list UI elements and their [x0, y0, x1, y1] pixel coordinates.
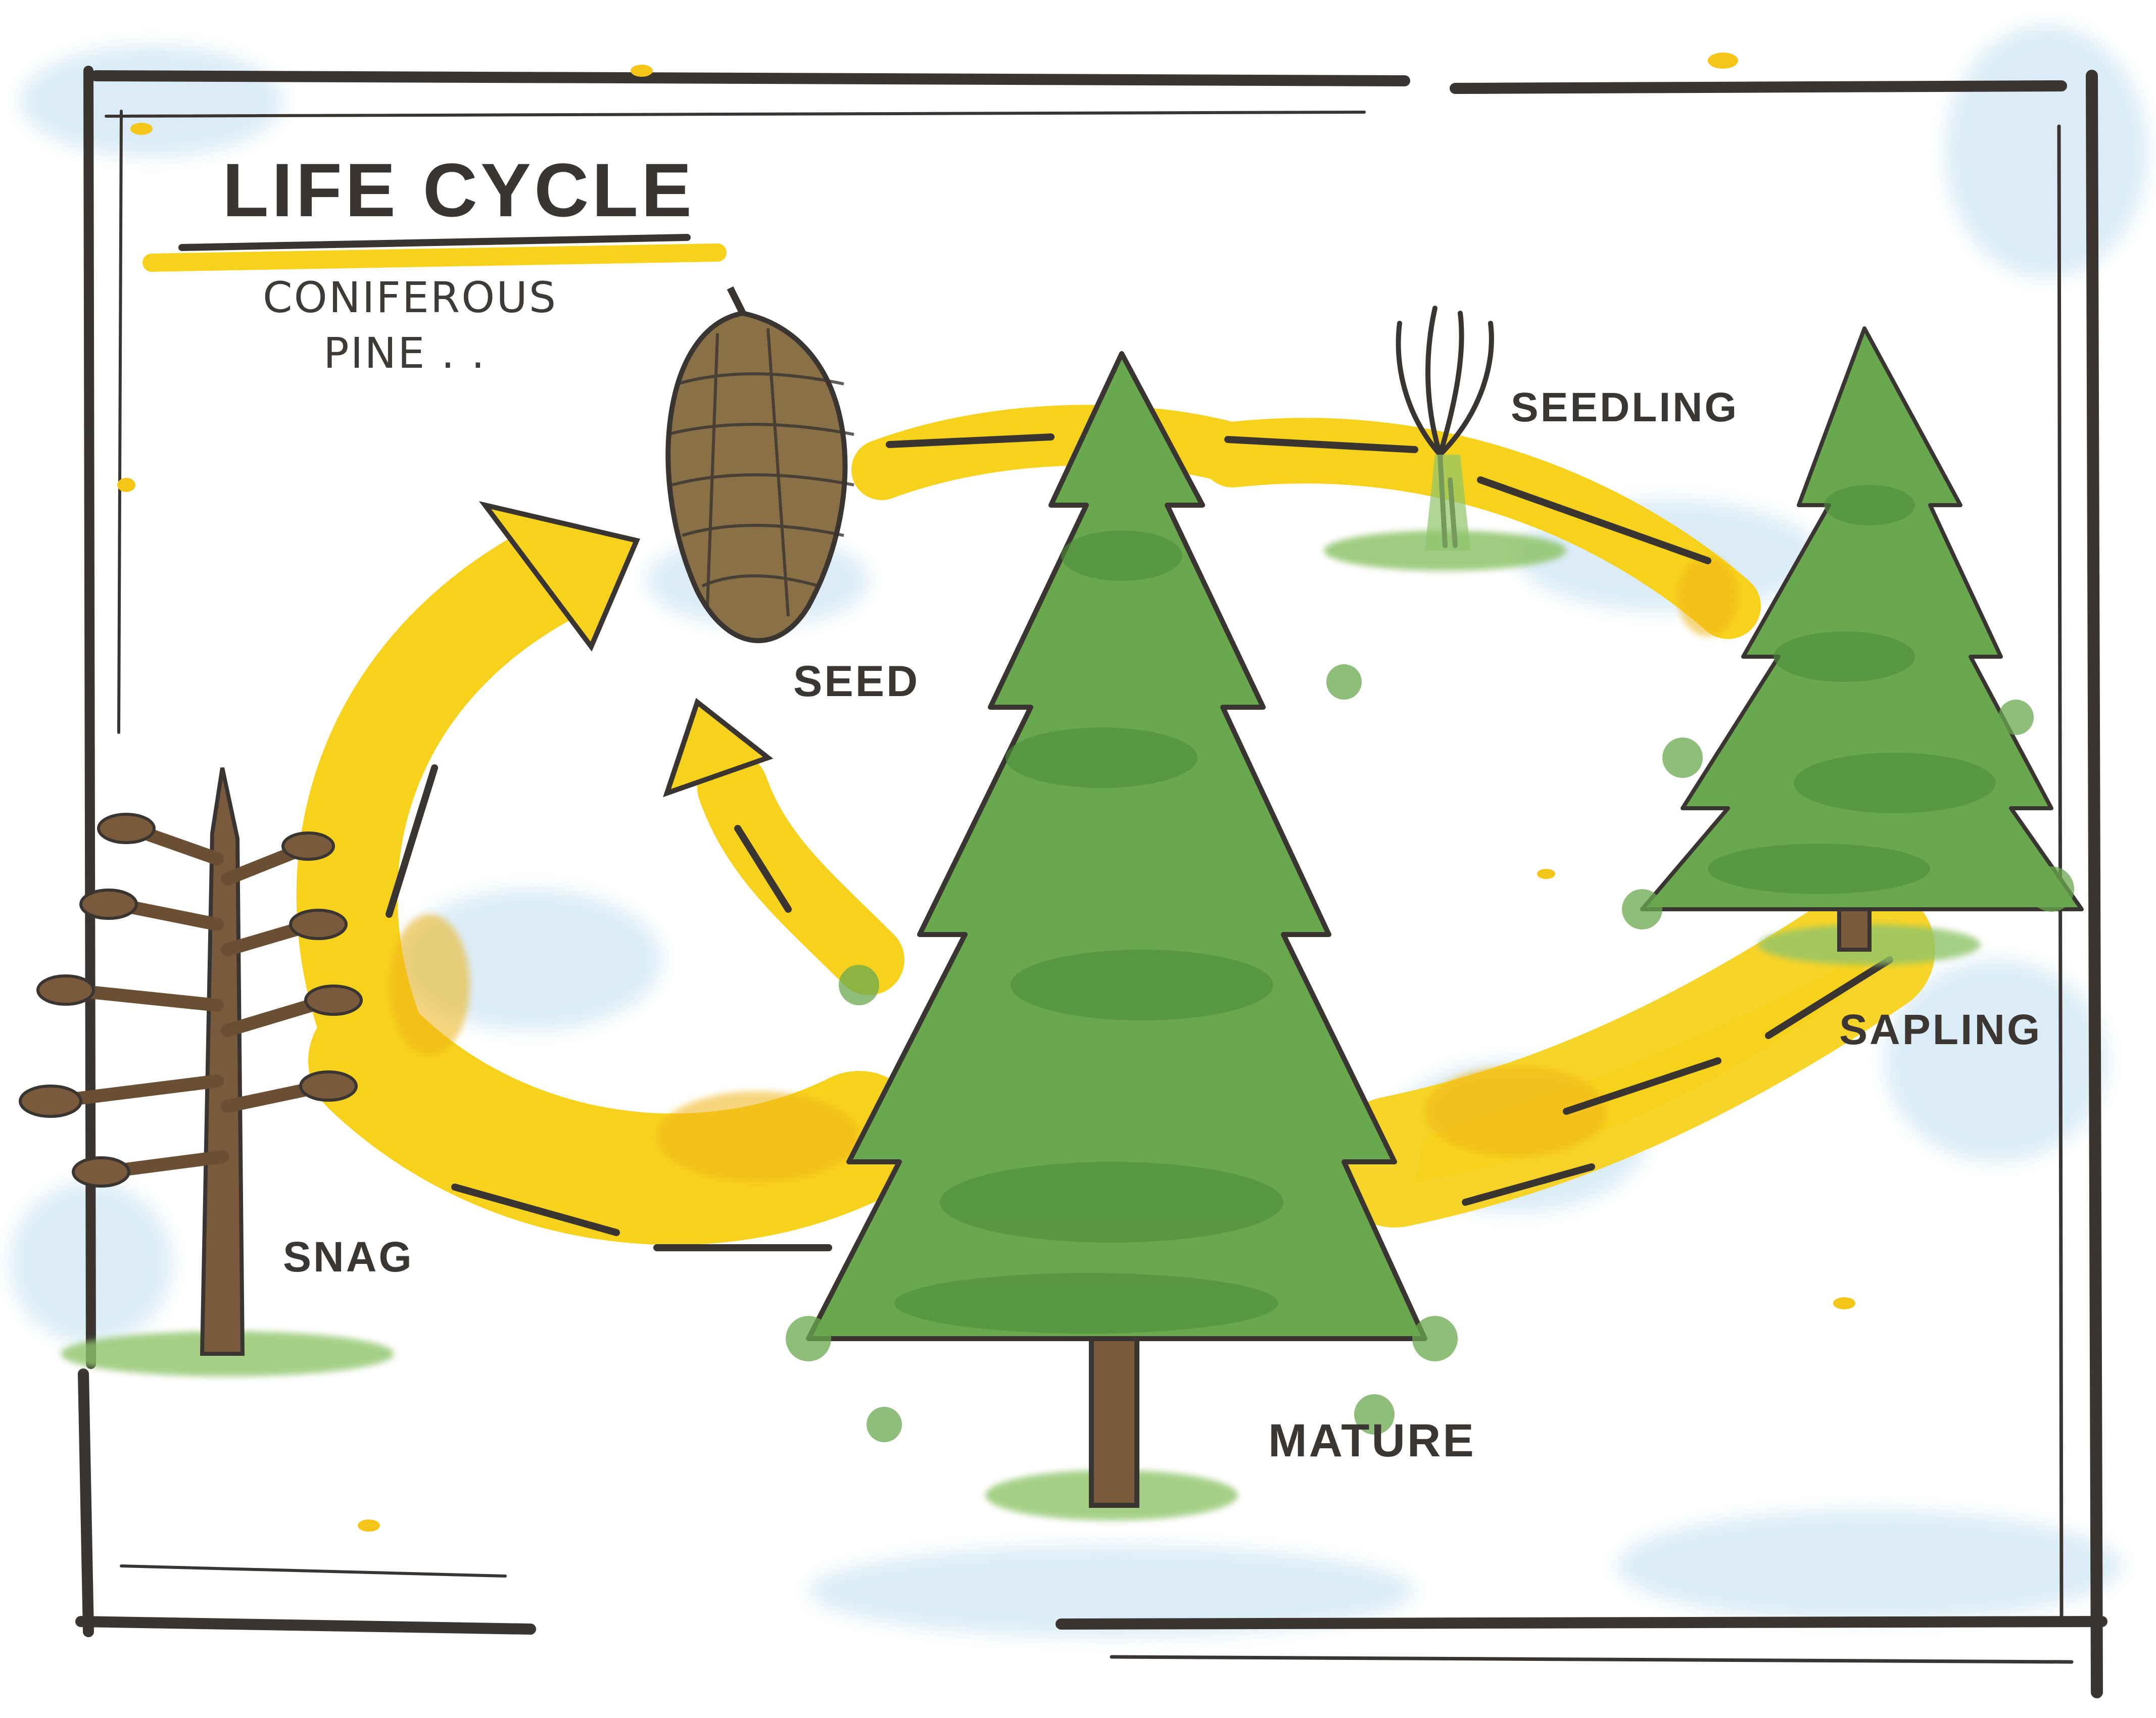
arrow-snag-to-seed [296, 525, 596, 1111]
snag-tree-illustration [19, 767, 394, 1377]
arrow-seedling-to-sapling [1200, 418, 1761, 639]
arrowhead-mature-to-seed [663, 698, 774, 798]
stage-label-seed: SEED [793, 657, 920, 706]
stage-label-sapling: SAPLING [1839, 1006, 2042, 1053]
stage-label-mature: MATURE [1268, 1415, 1476, 1466]
stage-label-snag: SNAG [283, 1233, 414, 1281]
title-underline [142, 234, 727, 272]
arrow-seed-to-seedling [851, 405, 1268, 500]
pine-cone-illustration [665, 286, 854, 644]
diagram-title: LIFE CYCLE [222, 148, 695, 232]
arrow-mature-to-seed [697, 753, 904, 995]
seedling-illustration [1324, 306, 1566, 571]
sapling-tree-illustration [1622, 326, 2084, 965]
diagram-subtitle-line2: PINE . . [323, 328, 487, 378]
yellow-specks [117, 53, 1855, 1532]
mature-tree-illustration [786, 351, 1458, 1520]
cycle-arrows [296, 405, 1935, 1251]
diagram-subtitle-line1: CONIFEROUS [263, 273, 558, 322]
arrowhead-snag-to-seed [478, 501, 640, 652]
stage-label-seedling: SEEDLING [1511, 384, 1739, 430]
